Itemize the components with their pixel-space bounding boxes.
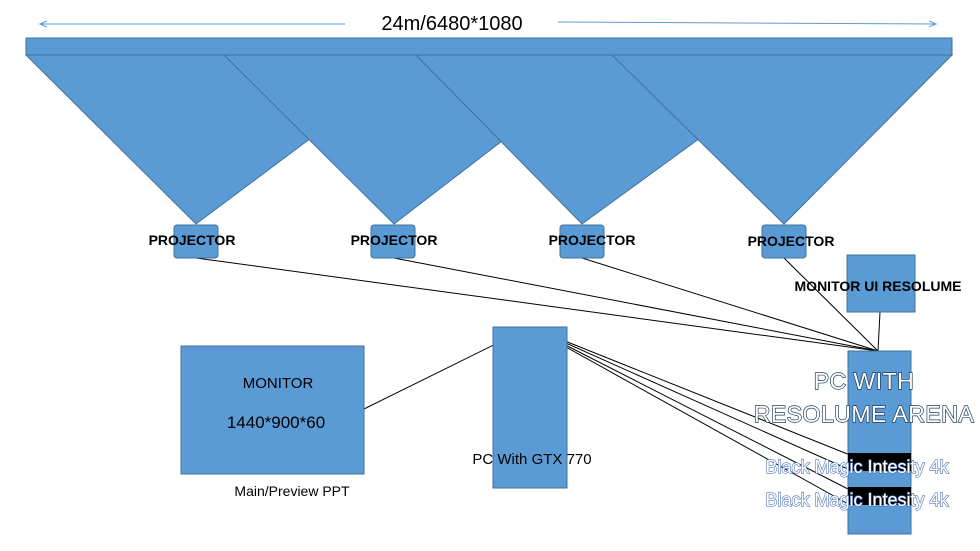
screen-width-arrow-right [557, 22, 936, 24]
capture-card-bar-2 [848, 487, 911, 505]
screen-width-label: 24m/6480*1080 [381, 13, 522, 35]
cable-monitor-ui [877, 311, 881, 352]
projector-2-label: PROJECTOR [351, 232, 438, 248]
capture-card-1-label: Black Magic Intesity 4k [765, 457, 949, 477]
projection-screen [25, 37, 953, 56]
projection-cone-4 [610, 54, 954, 225]
cable-capture-1a [529, 326, 851, 456]
monitor-ui-resolume [846, 254, 916, 313]
projector-4-label: PROJECTOR [748, 233, 835, 249]
cable-capture-2b [529, 326, 851, 506]
projector-4 [761, 224, 807, 259]
projector-2 [370, 224, 416, 259]
cable-capture-2a [529, 326, 851, 491]
projector-1 [173, 224, 219, 259]
main-monitor-title: MONITOR [243, 375, 314, 392]
cable-projector-1 [195, 257, 879, 352]
cable-capture-1b [529, 326, 851, 471]
capture-card-bar-1 [848, 453, 911, 471]
projector-3 [559, 224, 605, 259]
cable-projector-3 [581, 257, 879, 352]
pc-gtx-770-label: PC With GTX 770 [472, 451, 591, 468]
cable-projector-2 [393, 257, 879, 352]
pc-resolume-label-line2: RESOLUME ARENA [754, 401, 975, 427]
pc-resolume-label-line1: PC WITH [814, 368, 915, 394]
main-monitor [180, 345, 365, 475]
cable-projector-4 [783, 257, 879, 352]
main-monitor-resolution: 1440*900*60 [227, 413, 325, 432]
monitor-ui-resolume-label: MONITOR UI RESOLUME [795, 278, 962, 294]
main-monitor-caption: Main/Preview PPT [234, 483, 350, 499]
pc-gtx-770 [492, 326, 568, 489]
projector-3-label: PROJECTOR [549, 232, 636, 248]
projector-1-label: PROJECTOR [149, 232, 236, 248]
capture-card-2-label: Black Magic Intesity 4k [765, 490, 949, 510]
